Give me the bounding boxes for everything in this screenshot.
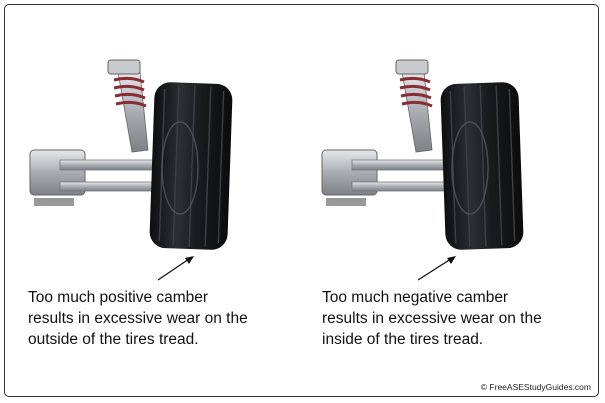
- caption-line: results in excessive wear on the: [322, 310, 542, 327]
- positive-camber-caption: Too much positive camber results in exce…: [28, 287, 248, 350]
- copyright-credit: © FreeASEStudyGuides.com: [480, 382, 591, 392]
- caption-line: results in excessive wear on the: [28, 310, 248, 327]
- caption-line: inside of the tires tread.: [322, 331, 484, 348]
- caption-line: Too much positive camber: [28, 289, 209, 306]
- left-suspension: [29, 59, 233, 281]
- caption-line: Too much negative camber: [322, 289, 509, 306]
- caption-line: outside of the tires tread.: [28, 331, 199, 348]
- negative-camber-caption: Too much negative camber results in exce…: [322, 287, 542, 350]
- right-suspension: [321, 59, 524, 281]
